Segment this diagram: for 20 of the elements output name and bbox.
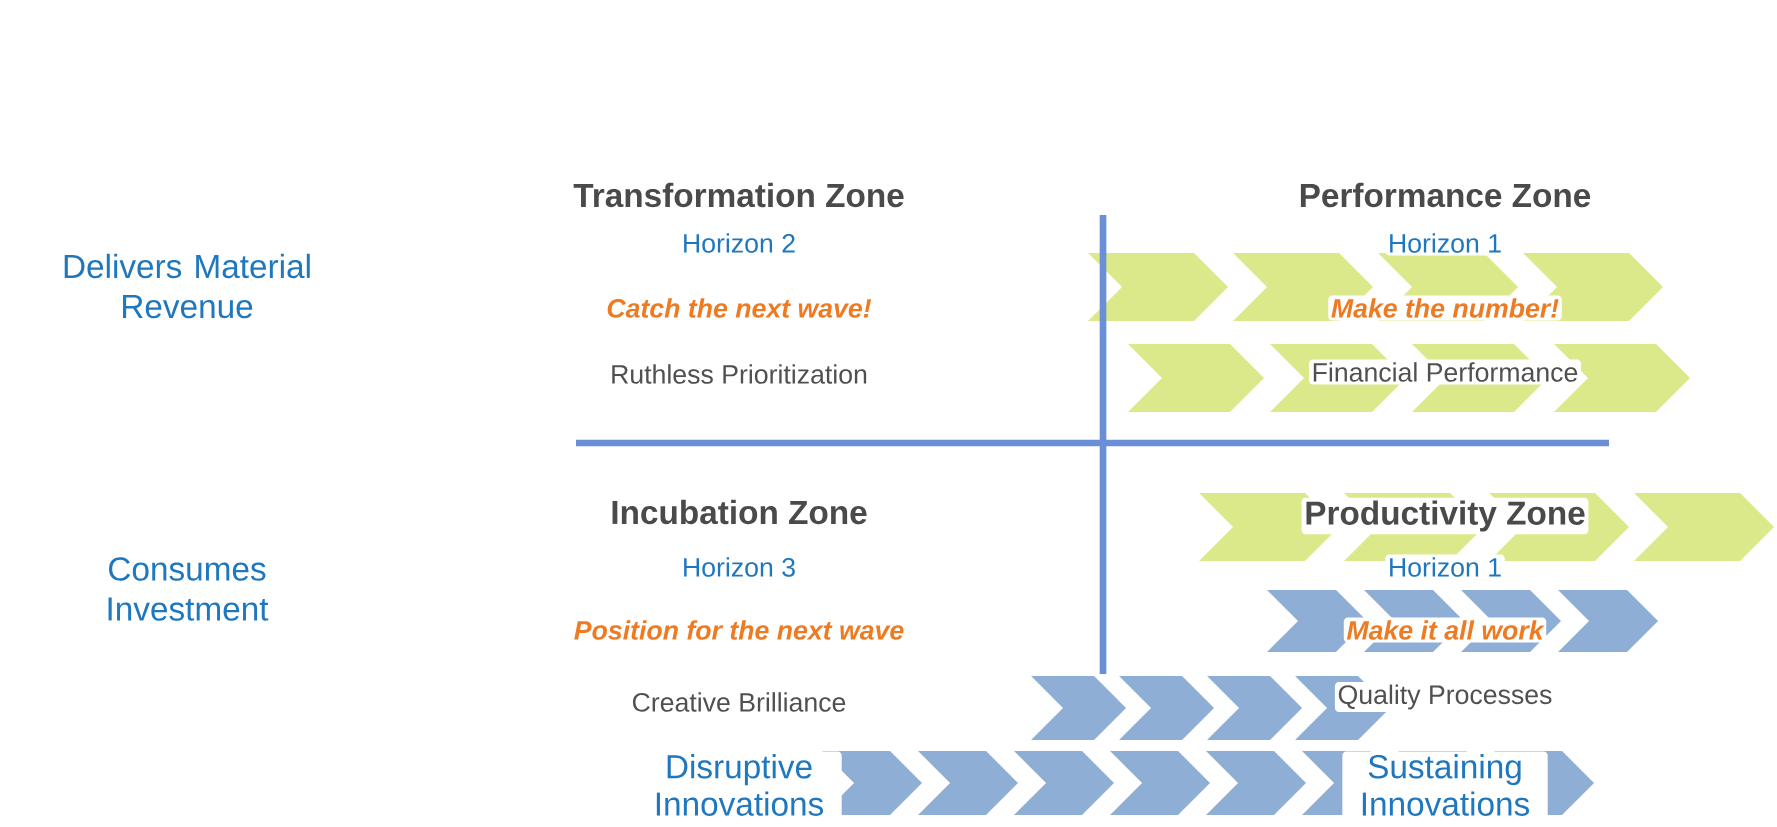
horizon-label: Horizon 1 (1385, 230, 1505, 256)
motto-text: Make the number! (1328, 295, 1562, 321)
horizon-label: Horizon 3 (684, 557, 795, 577)
zone-title: Transformation Zone (573, 182, 904, 208)
axis-label: Consumes Investment (108, 557, 269, 621)
innovation-label: Sustaining Innovations (1342, 751, 1548, 819)
horizon-label: Horizon 2 (684, 233, 795, 253)
motto-text: Position for the next wave (574, 620, 904, 640)
focus-text: Ruthless Prioritization (612, 364, 867, 384)
focus-text: Creative Brilliance (632, 692, 846, 712)
zone-title: Incubation Zone (612, 499, 867, 525)
zone-title: Productivity Zone (1301, 497, 1589, 535)
zone-title: Performance Zone (1296, 180, 1594, 210)
motto-text: Catch the next wave! (607, 298, 872, 318)
innovation-label: Disruptive Innovations (636, 751, 842, 819)
focus-text: Financial Performance (1308, 359, 1582, 385)
motto-text: Make it all work (1343, 617, 1547, 643)
axis-label: Delivers Material Revenue (64, 253, 310, 319)
horizon-label: Horizon 1 (1385, 554, 1505, 580)
focus-text: Quality Processes (1334, 681, 1556, 713)
